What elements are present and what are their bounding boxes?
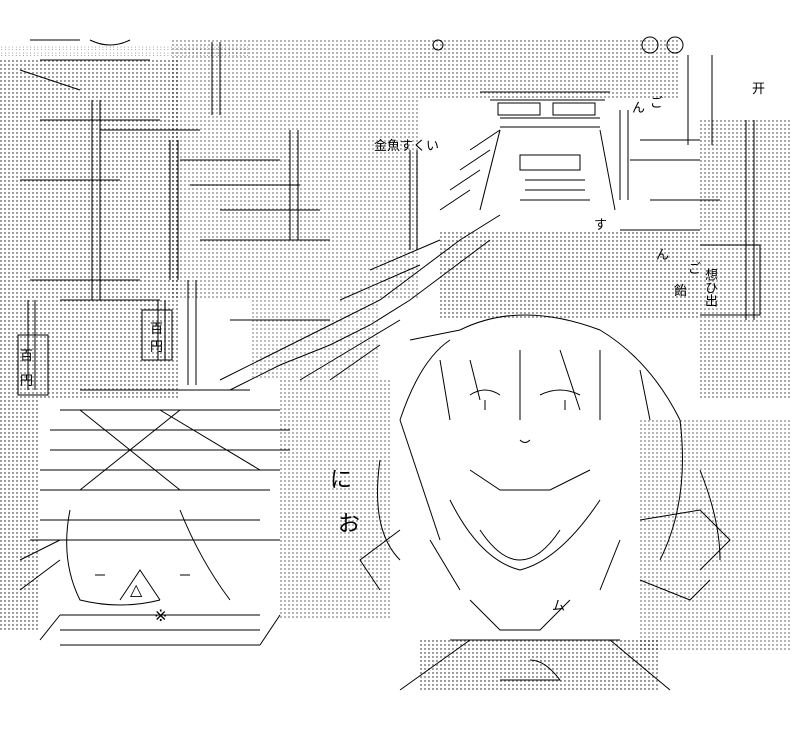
text-go-top: ご	[650, 96, 664, 111]
price-sign-1: 百	[150, 322, 164, 337]
triangle-mark: △	[130, 580, 143, 599]
text-n-top: ん	[632, 101, 646, 116]
price-sign-2: 百	[20, 349, 34, 364]
price-sign-1b: 円	[150, 340, 164, 355]
candy-sign: 飴	[674, 284, 688, 299]
text-n-mid: ん	[656, 248, 670, 263]
text-su: す	[594, 218, 608, 233]
text-kai: 开	[752, 82, 766, 97]
goldfish-scooping-sign: 金魚すくい	[374, 139, 440, 154]
text-go-mid: ご	[688, 262, 702, 277]
dotted-sky-left: ::::::::::::::::::::::::::::::::::::::::…	[0, 45, 250, 58]
price-sign-2b: 円	[20, 374, 34, 389]
text-mu: ム	[552, 599, 566, 614]
memories-sign: 想ひ出	[702, 268, 717, 307]
kome-mark: ※	[154, 606, 168, 625]
text-o: お	[338, 512, 361, 537]
text-ni: に	[330, 468, 353, 493]
